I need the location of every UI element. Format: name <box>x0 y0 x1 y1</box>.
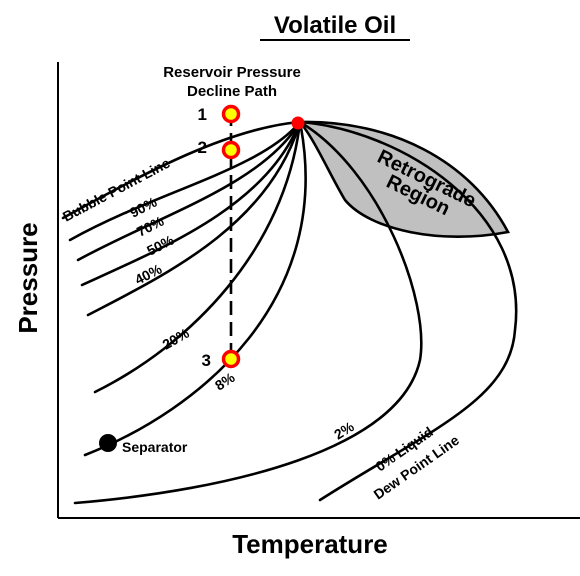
quality-line-20 <box>93 120 302 394</box>
point-2-label: 2 <box>198 138 207 157</box>
point-1-label: 1 <box>198 105 207 124</box>
quality-line-2 <box>73 120 423 505</box>
diagram-title: Volatile Oil <box>274 12 396 39</box>
decline-path-title-line2: Decline Path <box>187 83 277 100</box>
critical-point <box>291 116 305 130</box>
separator-label: Separator <box>122 439 188 455</box>
point-3-label: 3 <box>202 351 211 370</box>
quality-line-40 <box>86 120 302 317</box>
decline-path-title-line1: Reservoir Pressure <box>163 64 301 81</box>
quality-line-8 <box>83 120 307 457</box>
label-2: 2% <box>331 418 357 443</box>
quality-line-70 <box>76 120 302 262</box>
bubble-point-line <box>61 120 302 220</box>
x-axis-label: Temperature <box>232 529 388 559</box>
separator-marker <box>99 434 117 452</box>
y-axis-label: Pressure <box>13 222 43 333</box>
quality-line-90 <box>68 120 302 242</box>
quality-line-50 <box>80 120 302 287</box>
point-2-marker <box>221 140 241 160</box>
point-3-marker <box>221 349 241 369</box>
dew-point-line <box>298 120 518 502</box>
point-1-marker <box>221 104 241 124</box>
retrograde-region <box>297 120 510 238</box>
